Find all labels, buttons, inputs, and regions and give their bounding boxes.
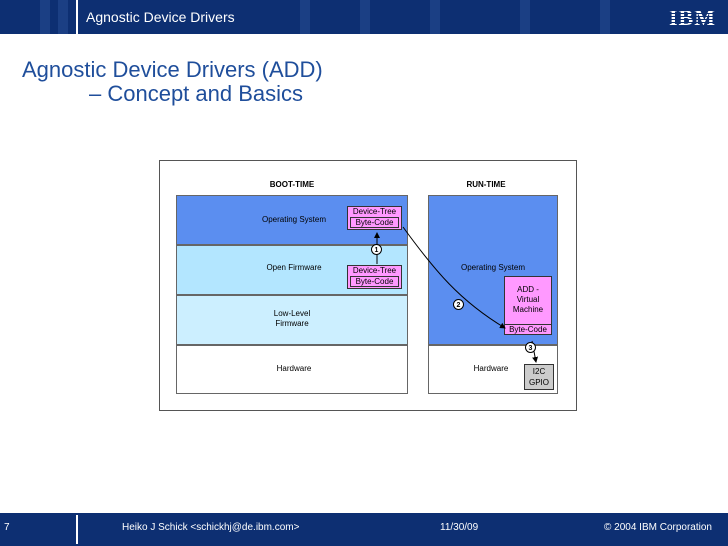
device-tree-firmware-label: Device-Tree — [352, 266, 397, 275]
arrow-2 — [402, 226, 506, 329]
boot-low-level-firmware-layer — [176, 295, 408, 345]
flow-arrows — [374, 226, 539, 363]
step-2-marker: 2 — [453, 299, 464, 310]
add-byte-code-label: Byte-Code — [504, 324, 552, 335]
header-decoration — [430, 0, 440, 34]
step-3-marker: 3 — [525, 342, 536, 353]
boot-open-firmware-label: Open Firmware — [266, 263, 322, 272]
boot-low-level-firmware-label: Low-Level Firmware — [273, 309, 311, 328]
slide-subtitle: – Concept and Basics — [89, 81, 304, 106]
boot-time-label: BOOT-TIME — [269, 180, 315, 189]
footer-author: Heiko J Schick <schickhj@de.ibm.com> — [122, 522, 300, 533]
boot-os-label: Operating System — [261, 215, 327, 224]
device-tree-os-label: Device-Tree — [352, 207, 397, 216]
footer-copyright: © 2004 IBM Corporation — [604, 522, 712, 533]
header-decoration — [360, 0, 370, 34]
footer-divider — [76, 515, 78, 544]
header-divider — [76, 0, 78, 34]
boot-hardware-layer — [176, 345, 408, 394]
header-decoration — [40, 0, 50, 34]
step-1-marker: 1 — [371, 244, 382, 255]
run-hardware-label: Hardware — [473, 364, 509, 373]
footer-date: 11/30/09 — [440, 522, 479, 533]
device-tree-firmware: Device-Tree Byte-Code — [347, 265, 402, 289]
header-decoration — [600, 0, 610, 34]
header-bar: Agnostic Device Drivers IBM — [0, 0, 728, 34]
header-title: Agnostic Device Drivers — [86, 9, 235, 25]
boot-hardware-label: Hardware — [276, 364, 312, 373]
i2c-gpio-box: I2C GPIO — [524, 364, 554, 390]
byte-code-os-label: Byte-Code — [350, 217, 399, 228]
footer-bar: 7 Heiko J Schick <schickhj@de.ibm.com> 1… — [0, 513, 728, 546]
header-decoration — [300, 0, 310, 34]
diagram-frame: BOOT-TIME RUN-TIME Operating System Open… — [159, 160, 577, 411]
add-vm-label: ADD - Virtual Machine — [512, 285, 544, 314]
ibm-logo: IBM — [669, 5, 716, 30]
device-tree-os: Device-Tree Byte-Code — [347, 206, 402, 230]
slide-title: Agnostic Device Drivers (ADD) — [22, 57, 323, 82]
page-number: 7 — [4, 522, 10, 533]
header-decoration — [58, 0, 68, 34]
run-time-label: RUN-TIME — [466, 180, 506, 189]
run-os-label: Operating System — [460, 263, 526, 272]
header-decoration — [520, 0, 530, 34]
byte-code-firmware-label: Byte-Code — [350, 276, 399, 287]
add-virtual-machine: ADD - Virtual Machine Byte-Code — [504, 276, 552, 335]
